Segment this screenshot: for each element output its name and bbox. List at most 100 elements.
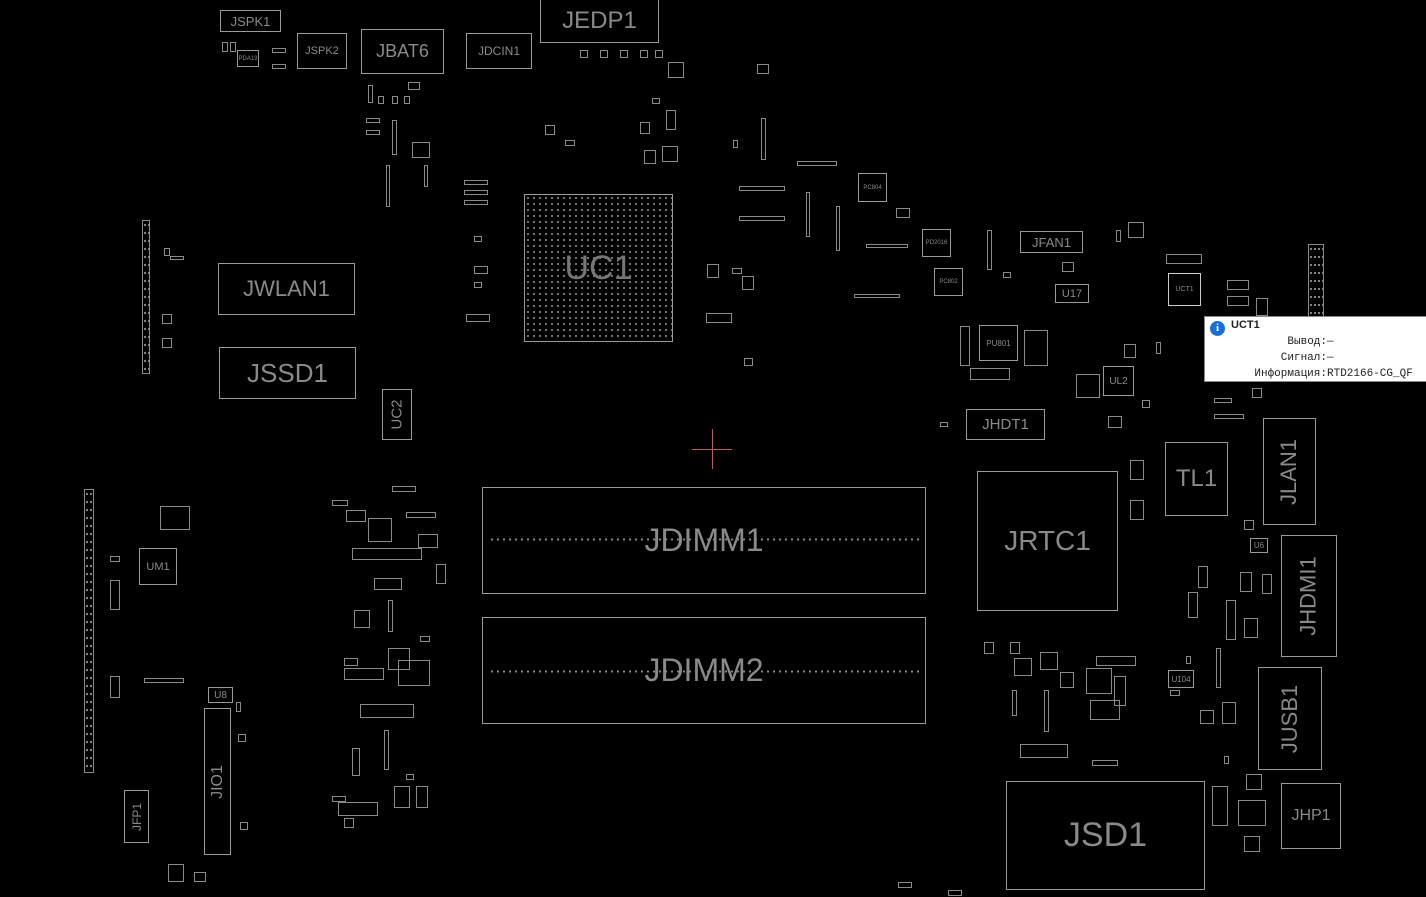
smd-pad bbox=[1142, 400, 1150, 408]
pin-label: Вывод: bbox=[1287, 336, 1327, 348]
component-jedp1[interactable]: JEDP1 bbox=[540, 0, 659, 43]
smd-pad bbox=[1156, 342, 1161, 354]
component-u17[interactable]: U17 bbox=[1055, 284, 1089, 303]
smd-pad bbox=[948, 890, 962, 896]
smd-pad bbox=[398, 660, 430, 686]
smd-pad bbox=[1256, 298, 1268, 316]
smd-pad bbox=[744, 358, 753, 366]
smd-pad bbox=[332, 796, 346, 802]
smd-pad bbox=[170, 256, 184, 260]
smd-pad bbox=[1060, 672, 1074, 688]
signal-label: Сигнал: bbox=[1280, 352, 1327, 364]
smd-pad bbox=[797, 161, 837, 166]
component-pda19[interactable]: PDA19 bbox=[237, 50, 259, 67]
component-u6[interactable]: U6 bbox=[1250, 538, 1268, 553]
smd-pad bbox=[392, 486, 416, 492]
component-um1[interactable]: UM1 bbox=[139, 548, 177, 585]
component-pc804[interactable]: PC804 bbox=[858, 173, 887, 202]
smd-pad bbox=[1020, 744, 1068, 758]
component-u104[interactable]: U104 bbox=[1168, 670, 1194, 688]
component-tl1[interactable]: TL1 bbox=[1165, 442, 1228, 516]
component-uct1[interactable]: UCT1 bbox=[1168, 273, 1201, 306]
component-pu801[interactable]: PU801 bbox=[979, 325, 1018, 361]
smd-pad bbox=[416, 786, 428, 808]
component-ul2[interactable]: UL2 bbox=[1103, 366, 1134, 396]
smd-pad bbox=[272, 64, 286, 69]
smd-pad bbox=[352, 748, 360, 776]
smd-pad bbox=[238, 734, 246, 742]
component-jfp1[interactable]: JFP1 bbox=[124, 790, 149, 843]
smd-pad bbox=[640, 122, 650, 134]
smd-pad bbox=[1200, 710, 1214, 724]
component-jbat6[interactable]: JBAT6 bbox=[361, 29, 444, 74]
smd-pad bbox=[144, 678, 184, 683]
component-pd2016[interactable]: PD2016 bbox=[922, 229, 951, 257]
smd-pad bbox=[1128, 222, 1144, 238]
component-jfan1[interactable]: JFAN1 bbox=[1020, 231, 1083, 253]
smd-pad bbox=[392, 120, 397, 155]
smd-pad bbox=[346, 510, 366, 522]
smd-pad bbox=[110, 676, 120, 698]
component-jdimm1[interactable]: JDIMM1 bbox=[482, 487, 926, 594]
smd-pad bbox=[344, 818, 354, 828]
component-jusb1[interactable]: JUSB1 bbox=[1258, 667, 1322, 770]
smd-pad bbox=[424, 165, 428, 187]
smd-pad bbox=[580, 50, 588, 58]
smd-pad bbox=[366, 130, 380, 135]
component-jssd1[interactable]: JSSD1 bbox=[219, 347, 356, 399]
component-jrtc1[interactable]: JRTC1 bbox=[977, 471, 1118, 611]
smd-pad bbox=[1186, 656, 1191, 664]
component-jhp1[interactable]: JHP1 bbox=[1281, 783, 1341, 849]
smd-pad bbox=[378, 96, 384, 104]
component-uc1[interactable]: UC1 bbox=[524, 194, 673, 342]
tooltip-title: UCT1 bbox=[1231, 319, 1260, 331]
smd-pad bbox=[1114, 676, 1126, 706]
smd-pad bbox=[1244, 836, 1260, 852]
smd-pad bbox=[406, 774, 414, 780]
component-jdcin1[interactable]: JDCIN1 bbox=[466, 33, 532, 69]
smd-pad bbox=[1244, 618, 1258, 638]
connector-strip bbox=[142, 220, 150, 374]
smd-pad bbox=[344, 658, 358, 666]
smd-pad bbox=[1222, 702, 1236, 724]
component-pc802[interactable]: PC802 bbox=[934, 268, 963, 296]
signal-value: — bbox=[1327, 352, 1334, 364]
component-jio1[interactable]: JIO1 bbox=[204, 708, 231, 855]
smd-pad bbox=[1227, 296, 1249, 306]
component-uc2[interactable]: UC2 bbox=[382, 389, 412, 440]
smd-pad bbox=[620, 50, 628, 58]
component-jlan1[interactable]: JLAN1 bbox=[1263, 418, 1316, 525]
smd-pad bbox=[662, 146, 678, 162]
component-jwlan1[interactable]: JWLAN1 bbox=[218, 263, 355, 315]
smd-pad bbox=[1040, 652, 1058, 670]
component-jdimm2[interactable]: JDIMM2 bbox=[482, 617, 926, 724]
component-jhdt1[interactable]: JHDT1 bbox=[966, 409, 1045, 440]
component-jspk2[interactable]: JSPK2 bbox=[297, 33, 347, 69]
smd-pad bbox=[412, 142, 430, 158]
smd-pad bbox=[368, 518, 392, 542]
smd-pad bbox=[394, 786, 410, 808]
smd-pad bbox=[1240, 572, 1252, 592]
smd-pad bbox=[222, 42, 228, 52]
info-label: Информация: bbox=[1254, 368, 1327, 380]
component-jhdmi1[interactable]: JHDMI1 bbox=[1281, 535, 1337, 657]
component-u8[interactable]: U8 bbox=[208, 687, 233, 703]
smd-pad bbox=[644, 150, 656, 164]
smd-pad bbox=[384, 730, 389, 770]
smd-pad bbox=[1090, 700, 1120, 720]
smd-pad bbox=[1238, 800, 1266, 826]
smd-pad bbox=[1130, 460, 1144, 480]
smd-pad bbox=[408, 82, 420, 90]
smd-pad bbox=[1003, 272, 1011, 278]
smd-pad bbox=[1227, 280, 1249, 290]
connector-strip bbox=[1308, 244, 1324, 318]
smd-pad bbox=[1024, 330, 1048, 366]
smd-pad bbox=[1044, 690, 1049, 732]
smd-pad bbox=[733, 140, 738, 148]
smd-pad bbox=[406, 512, 436, 518]
smd-pad bbox=[732, 268, 742, 274]
component-jsd1[interactable]: JSD1 bbox=[1006, 781, 1205, 890]
smd-pad bbox=[896, 208, 910, 218]
component-jspk1[interactable]: JSPK1 bbox=[220, 10, 281, 32]
smd-pad bbox=[404, 96, 410, 104]
